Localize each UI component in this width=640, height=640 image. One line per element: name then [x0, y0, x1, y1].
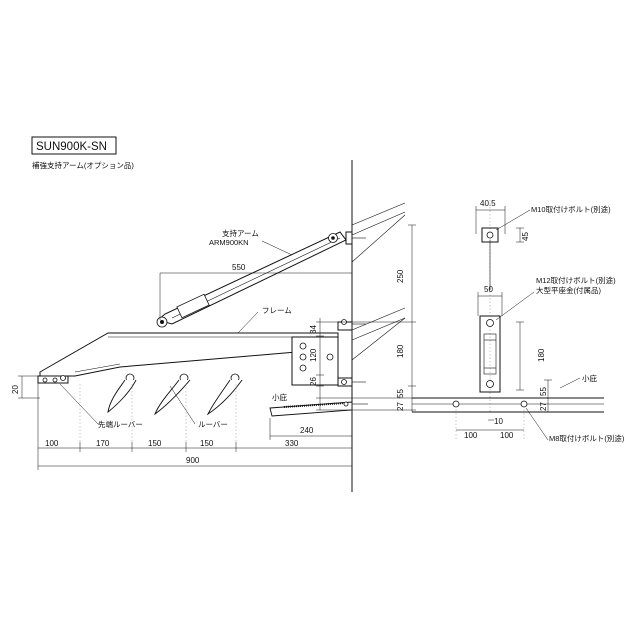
arm-model-label: ARM900KN [209, 238, 249, 247]
dim-r180: 180 [537, 348, 546, 362]
dim-120: 120 [309, 348, 318, 362]
dim-170: 170 [96, 439, 110, 448]
dim-150b: 150 [200, 439, 214, 448]
m8-bolt-label: M8取付けボルト(別途) [549, 433, 625, 443]
dim-40-5: 40.5 [480, 199, 496, 208]
eave-left [269, 401, 368, 417]
washer-label: 大型平座金(付属品) [536, 285, 601, 295]
dim-34: 34 [309, 325, 318, 334]
dim-240: 240 [300, 426, 314, 435]
dimensions-left [18, 224, 416, 470]
dim-330: 330 [285, 439, 299, 448]
dim-150a: 150 [148, 439, 162, 448]
detail-view-right [412, 200, 604, 441]
m10-bolt-label: M10取付けボルト(別途) [531, 204, 611, 214]
title-block: SUN900K-SN 補強支持アーム(オプション品) [31, 136, 134, 170]
dim-r100a: 100 [464, 431, 478, 440]
dim-900: 900 [186, 456, 200, 465]
support-arm [156, 231, 366, 328]
louvers [37, 373, 243, 416]
louver-3 [206, 373, 243, 416]
louver-2 [153, 373, 191, 416]
arm-label: 支持アーム [222, 228, 259, 238]
tip-louver-label: 先端ルーバー [98, 419, 143, 429]
dim-45: 45 [521, 232, 530, 241]
wall-left [351, 160, 406, 492]
eave-right-label: 小庇 [582, 373, 597, 383]
dim-55: 55 [396, 389, 405, 398]
dim-100: 100 [45, 439, 59, 448]
drawing-title: SUN900K-SN [36, 141, 107, 153]
labels-right: M10取付けボルト(別途) M12取付けボルト(別途) 大型平座金(付属品) 小… [464, 199, 625, 443]
leaders-left [59, 240, 293, 425]
dim-20: 20 [11, 385, 20, 394]
dim-r100b: 100 [500, 431, 514, 440]
title-box [31, 136, 117, 155]
dim-r10: 10 [494, 417, 503, 426]
frame [39, 319, 366, 387]
eave-left-label: 小庇 [272, 392, 287, 402]
dim-550: 550 [232, 263, 246, 272]
dim-27: 27 [396, 402, 405, 411]
labels-left: 支持アーム ARM900KN フレーム 先端ルーバー ルーバー 小庇 550 2… [11, 228, 405, 465]
dim-50: 50 [484, 285, 493, 294]
louver-1 [107, 373, 137, 414]
drawing-subtitle: 補強支持アーム(オプション品) [32, 160, 134, 170]
m12-bolt-label: M12取付けボルト(別途) [536, 275, 616, 285]
tip-louver-shape [37, 375, 69, 384]
dim-r27: 27 [539, 402, 548, 411]
louver-label: ルーバー [198, 420, 228, 429]
frame-label: フレーム [262, 306, 292, 315]
dim-26: 26 [309, 377, 318, 386]
dim-r55: 55 [539, 387, 548, 396]
dim-180: 180 [396, 344, 405, 358]
m10-plate [481, 227, 499, 243]
dim-250: 250 [396, 269, 405, 283]
m12-bracket [479, 315, 501, 393]
